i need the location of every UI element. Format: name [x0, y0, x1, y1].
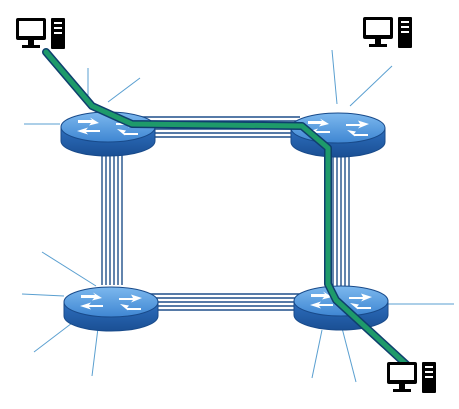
trunk-link-bottom	[145, 293, 305, 311]
trunk-link-left	[101, 150, 123, 285]
router-icon	[290, 112, 386, 158]
desktop-computer-icon	[363, 17, 412, 48]
trunk-link-right	[332, 150, 350, 286]
spoke-links	[21, 49, 454, 383]
desktop-computer-icon	[387, 362, 436, 393]
router-icon	[63, 286, 159, 332]
router-icon	[60, 111, 156, 157]
desktop-computer-icon	[16, 18, 65, 49]
highlighted-path	[42, 48, 412, 370]
